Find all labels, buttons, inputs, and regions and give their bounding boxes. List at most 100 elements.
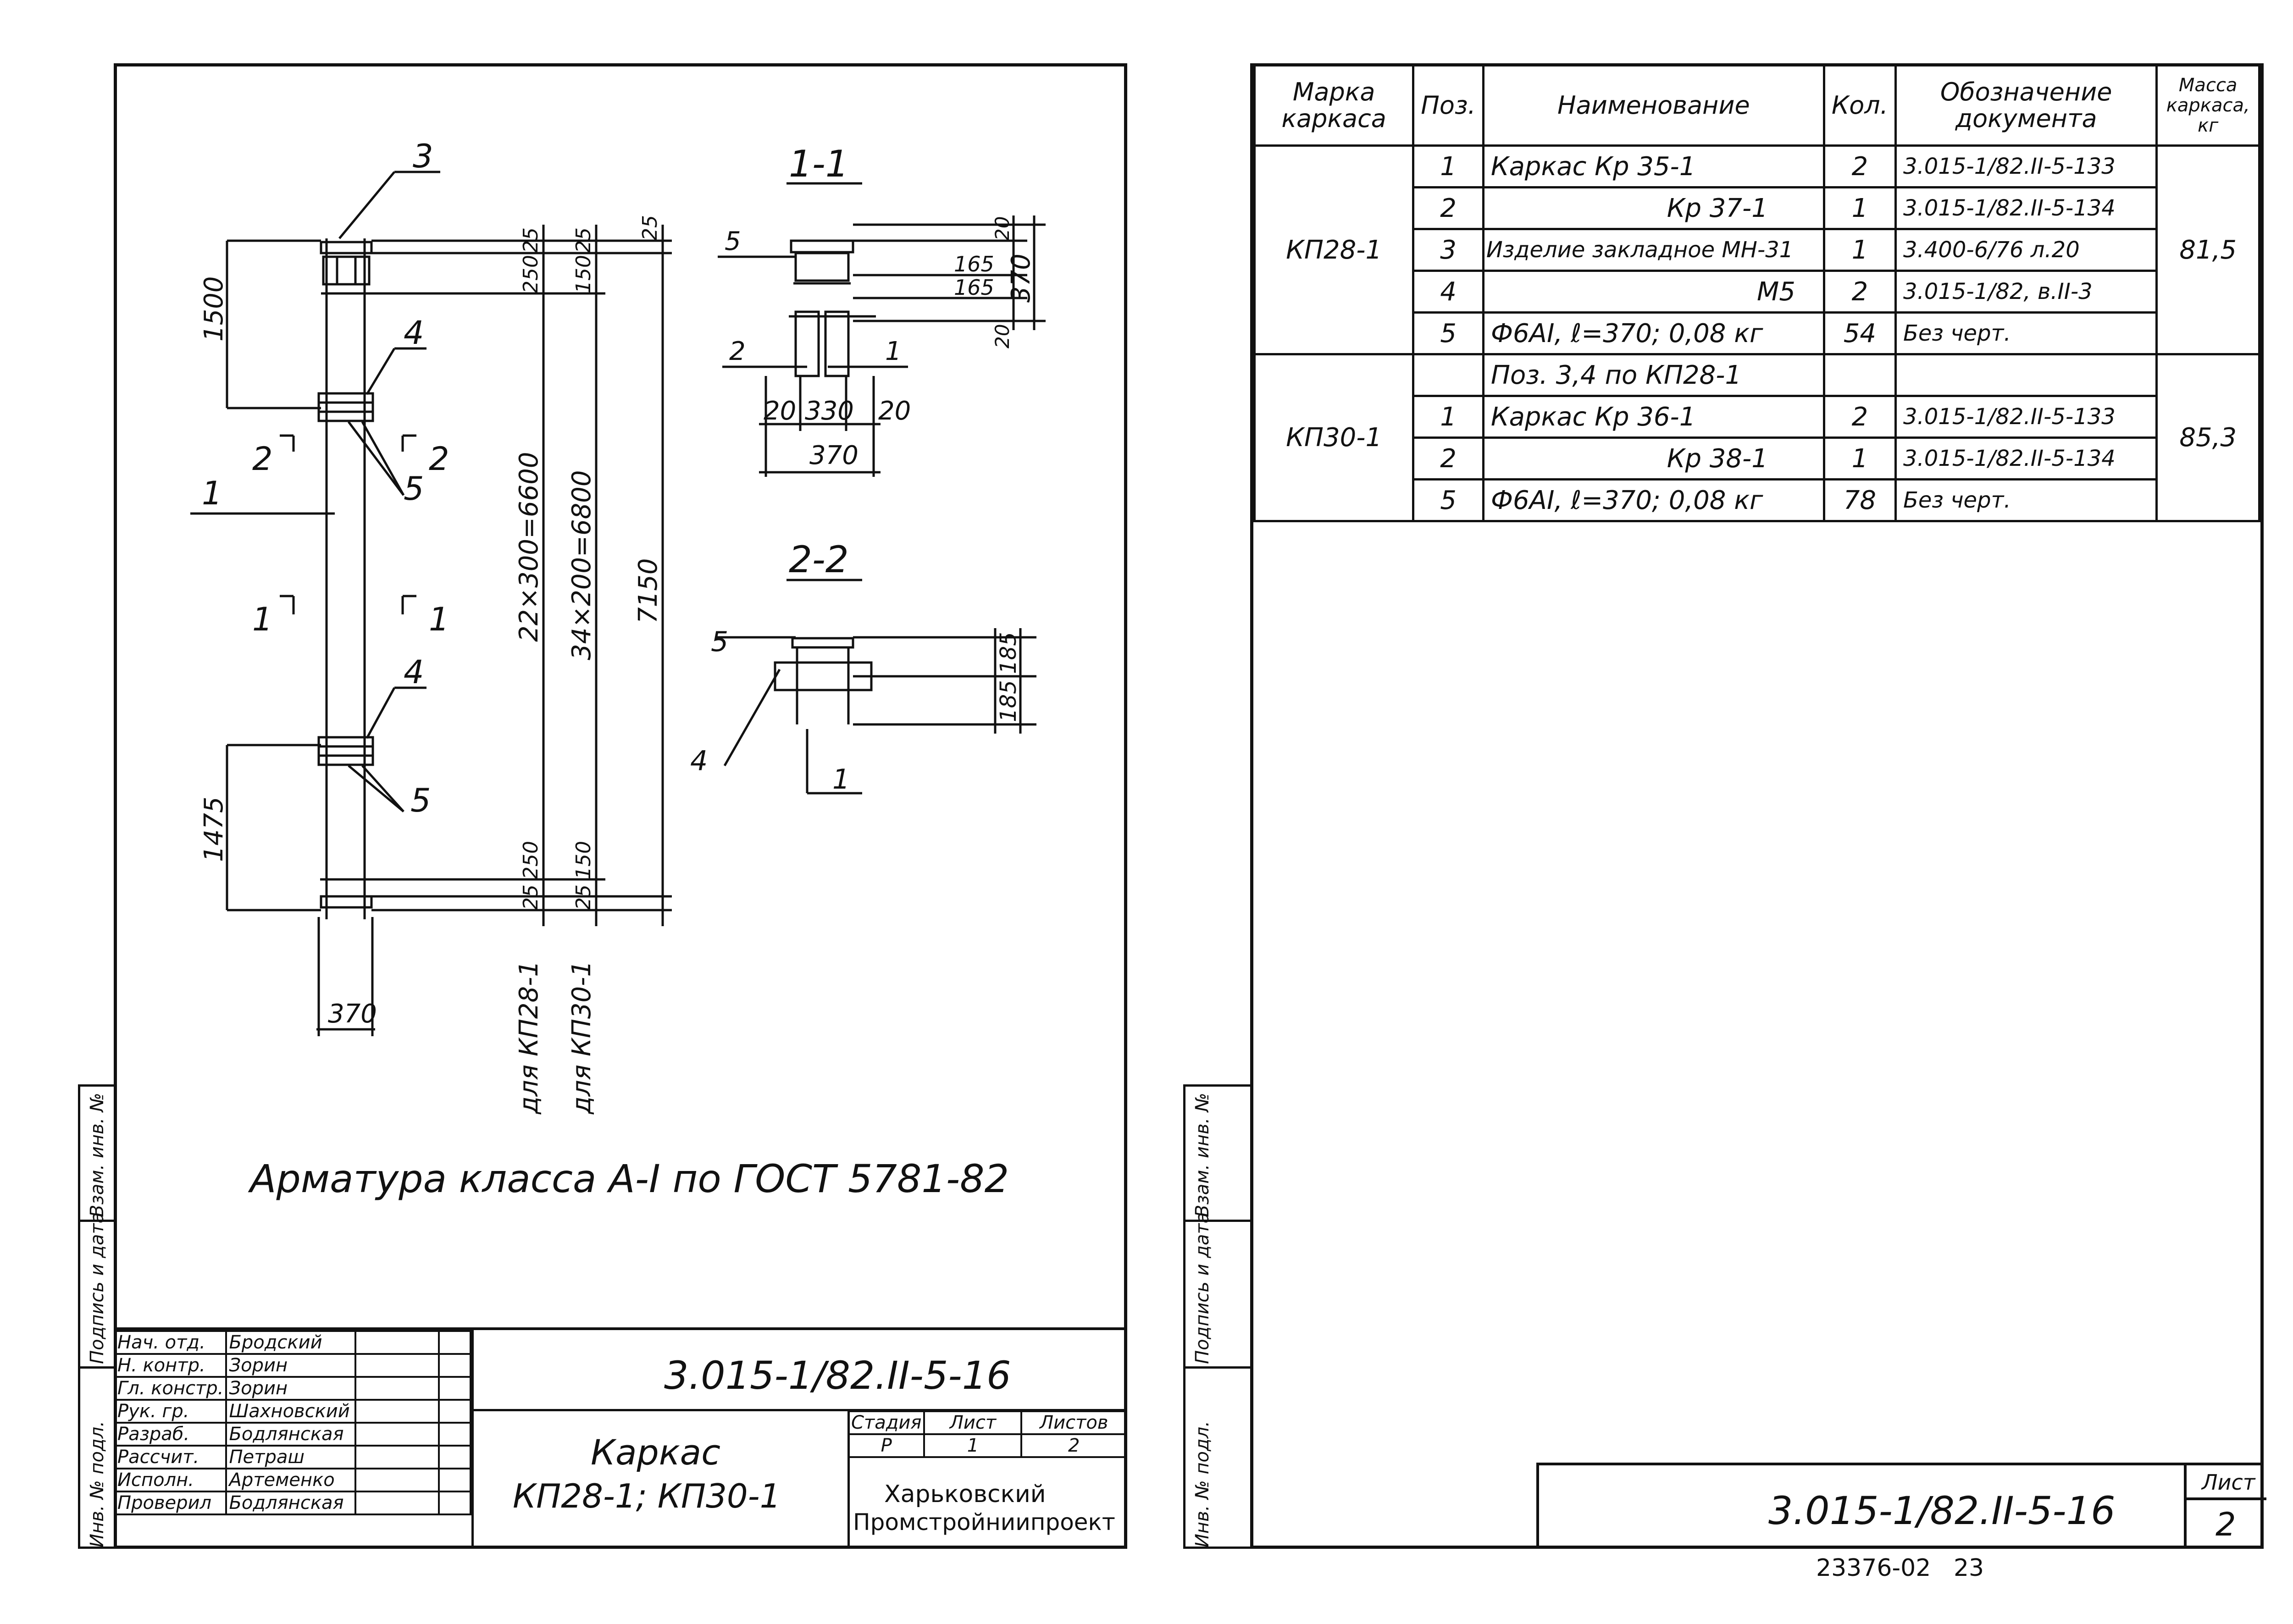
left-title-block: Нач. отд.Бродский Н. контр.Зорин Гл. кон… — [113, 1327, 1127, 1549]
name-cell: Поз. 3,4 по КП28-1 — [1482, 353, 1825, 397]
signer-row: Н. контр.Зорин — [113, 1353, 471, 1378]
qty-cell: 2 — [1822, 270, 1897, 314]
pos-cell: 2 — [1412, 186, 1484, 230]
dim-bottom-0: 250 — [519, 841, 543, 879]
doc-cell: 3.015-1/82, в.II-3 — [1894, 270, 2158, 314]
cut-2-left: 2 — [252, 440, 273, 478]
s1-dim-r0: 20 — [991, 216, 1014, 241]
pos-4-lower-label: 4 — [404, 653, 424, 691]
name-cell: Каркас Кр 36-1 — [1482, 395, 1825, 439]
name-cell: Ф6АI, ℓ=370; 0,08 кг — [1482, 311, 1825, 355]
cut-2-right: 2 — [429, 440, 449, 478]
right-doc-code: 3.015-1/82.II-5-16 — [1768, 1488, 2116, 1533]
pos-cell: 5 — [1412, 311, 1484, 355]
doc-cell: 3.015-1/82.II-5-134 — [1894, 186, 2158, 230]
pos-cell: 5 — [1412, 478, 1484, 522]
dim-1475: 1475 — [199, 796, 229, 862]
org-line2: Промстройниипроект — [853, 1509, 1115, 1536]
cut-1-left: 1 — [252, 601, 273, 638]
title-line1: Каркас — [591, 1432, 721, 1473]
s1-dim-b2: 20 — [878, 396, 911, 426]
section-2-title: 2-2 — [789, 538, 849, 581]
label-kp30: для КП30-1 — [567, 961, 597, 1115]
name-cell: Каркас Кр 35-1 — [1482, 144, 1825, 188]
hdr-pos: Поз. — [1412, 64, 1484, 147]
spec-header-row: Марка каркаса Поз. Наименование Кол. Обо… — [1253, 64, 2260, 147]
left-sheet — [114, 63, 1127, 1549]
pos-5-lower-label: 5 — [410, 782, 431, 819]
qty-cell: 2 — [1822, 395, 1897, 439]
label-kp28: для КП28-1 — [514, 961, 544, 1115]
signer-row: Исполн.Артеменко — [113, 1468, 471, 1492]
s2-dim-r0: 185 — [996, 632, 1021, 674]
s2-pos-4: 4 — [690, 745, 708, 777]
dim-bottom-1: 25 — [519, 884, 543, 910]
footer-code: 23376-02 23 — [1816, 1554, 1984, 1582]
qty-cell: 78 — [1822, 478, 1897, 522]
qty-cell: 2 — [1822, 144, 1897, 188]
qty-cell: 1 — [1822, 186, 1897, 230]
section-1-title: 1-1 — [789, 143, 849, 185]
s2-pos-5: 5 — [711, 626, 728, 658]
signer-row: Рассчит.Петраш — [113, 1445, 471, 1469]
right-podpis-label: Подпись и дата — [1192, 1212, 1213, 1364]
table-row: 2 Кр 38-1 1 3.015-1/82.II-5-134 — [1255, 436, 2260, 481]
doc-cell: 3.015-1/82.II-5-133 — [1894, 144, 2158, 188]
pos-cell — [1412, 353, 1484, 397]
dim-top-4: 25 — [638, 215, 662, 241]
table-row: 4 М5 2 3.015-1/82, в.II-3 — [1255, 270, 2260, 314]
dim-bottom-3: 25 — [572, 884, 595, 910]
dim-bottom-2: 150 — [572, 841, 595, 879]
pos-cell: 1 — [1412, 144, 1484, 188]
table-row: 3 Изделие закладное МН-31 1 3.400-6/76 л… — [1255, 228, 2260, 272]
s1-pos-1: 1 — [885, 337, 902, 366]
cut-1-right: 1 — [429, 601, 449, 638]
dim-kp30: 34×200=6800 — [567, 470, 597, 660]
name-cell: М5 — [1482, 270, 1825, 314]
dim-top-1: 250 — [519, 255, 543, 293]
pos-3-label: 3 — [413, 138, 433, 175]
dim-kp28: 22×300=6600 — [514, 452, 544, 642]
table-row: КП28-1 1 Каркас Кр 35-1 2 3.015-1/82.II-… — [1253, 144, 2260, 355]
org-line1: Харьковский — [884, 1480, 1046, 1508]
dim-370-main: 370 — [328, 999, 377, 1029]
table-row: 2 Кр 37-1 1 3.015-1/82.II-5-134 — [1255, 186, 2260, 230]
pos-cell: 2 — [1412, 436, 1484, 481]
s1-dim-r1: 165 — [954, 252, 994, 276]
hdr-mass: Масса каркаса, кг — [2155, 64, 2260, 147]
hdr-doc: Обозначение документа — [1894, 64, 2158, 147]
doc-code: 3.015-1/82.II-5-16 — [664, 1353, 1011, 1398]
table-row: 5 Ф6АI, ℓ=370; 0,08 кг 78 Без черт. — [1255, 478, 2260, 522]
s1-pos-2: 2 — [729, 337, 746, 366]
pos-cell: 1 — [1412, 395, 1484, 439]
pos-cell: 4 — [1412, 270, 1484, 314]
name-cell: Кр 38-1 — [1482, 436, 1825, 481]
doc-cell: 3.400-6/76 л.20 — [1894, 228, 2158, 272]
doc-cell: 3.015-1/82.II-5-133 — [1894, 395, 2158, 439]
specification-table: Марка каркаса Поз. Наименование Кол. Обо… — [1253, 64, 2260, 522]
name-cell: Изделие закладное МН-31 — [1482, 228, 1825, 272]
dim-1500: 1500 — [199, 276, 229, 342]
doc-cell — [1894, 353, 2158, 397]
signer-row: Нач. отд.Бродский — [113, 1330, 471, 1355]
pos-4-upper-label: 4 — [404, 314, 424, 352]
hdr-qty: Кол. — [1822, 64, 1897, 147]
dim-total: 7150 — [633, 558, 663, 624]
table-row: КП30-1 Поз. 3,4 по КП28-1 85,3 — [1253, 353, 2260, 522]
dim-top-3: 150 — [572, 255, 595, 293]
s1-dim-r2: 165 — [954, 275, 994, 300]
table-row: 1 Каркас Кр 36-1 2 3.015-1/82.II-5-133 — [1255, 395, 2260, 439]
marka-cell: КП30-1 — [1253, 353, 1415, 522]
s1-dim-370-right: 370 — [1006, 254, 1036, 303]
name-cell: Ф6АI, ℓ=370; 0,08 кг — [1482, 478, 1825, 522]
qty-cell: 1 — [1822, 436, 1897, 481]
hdr-marka: Марка каркаса — [1253, 64, 1415, 147]
rebar-note: Арматура класса А-I по ГОСТ 5781-82 — [248, 1156, 1009, 1201]
pos-1-label: 1 — [202, 475, 222, 512]
doc-cell: Без черт. — [1894, 311, 2158, 355]
qty-cell: 1 — [1822, 228, 1897, 272]
s2-pos-1: 1 — [832, 763, 850, 795]
signer-row: Рук. гр.Шахновский — [113, 1399, 471, 1424]
mass-cell: 85,3 — [2155, 353, 2260, 522]
